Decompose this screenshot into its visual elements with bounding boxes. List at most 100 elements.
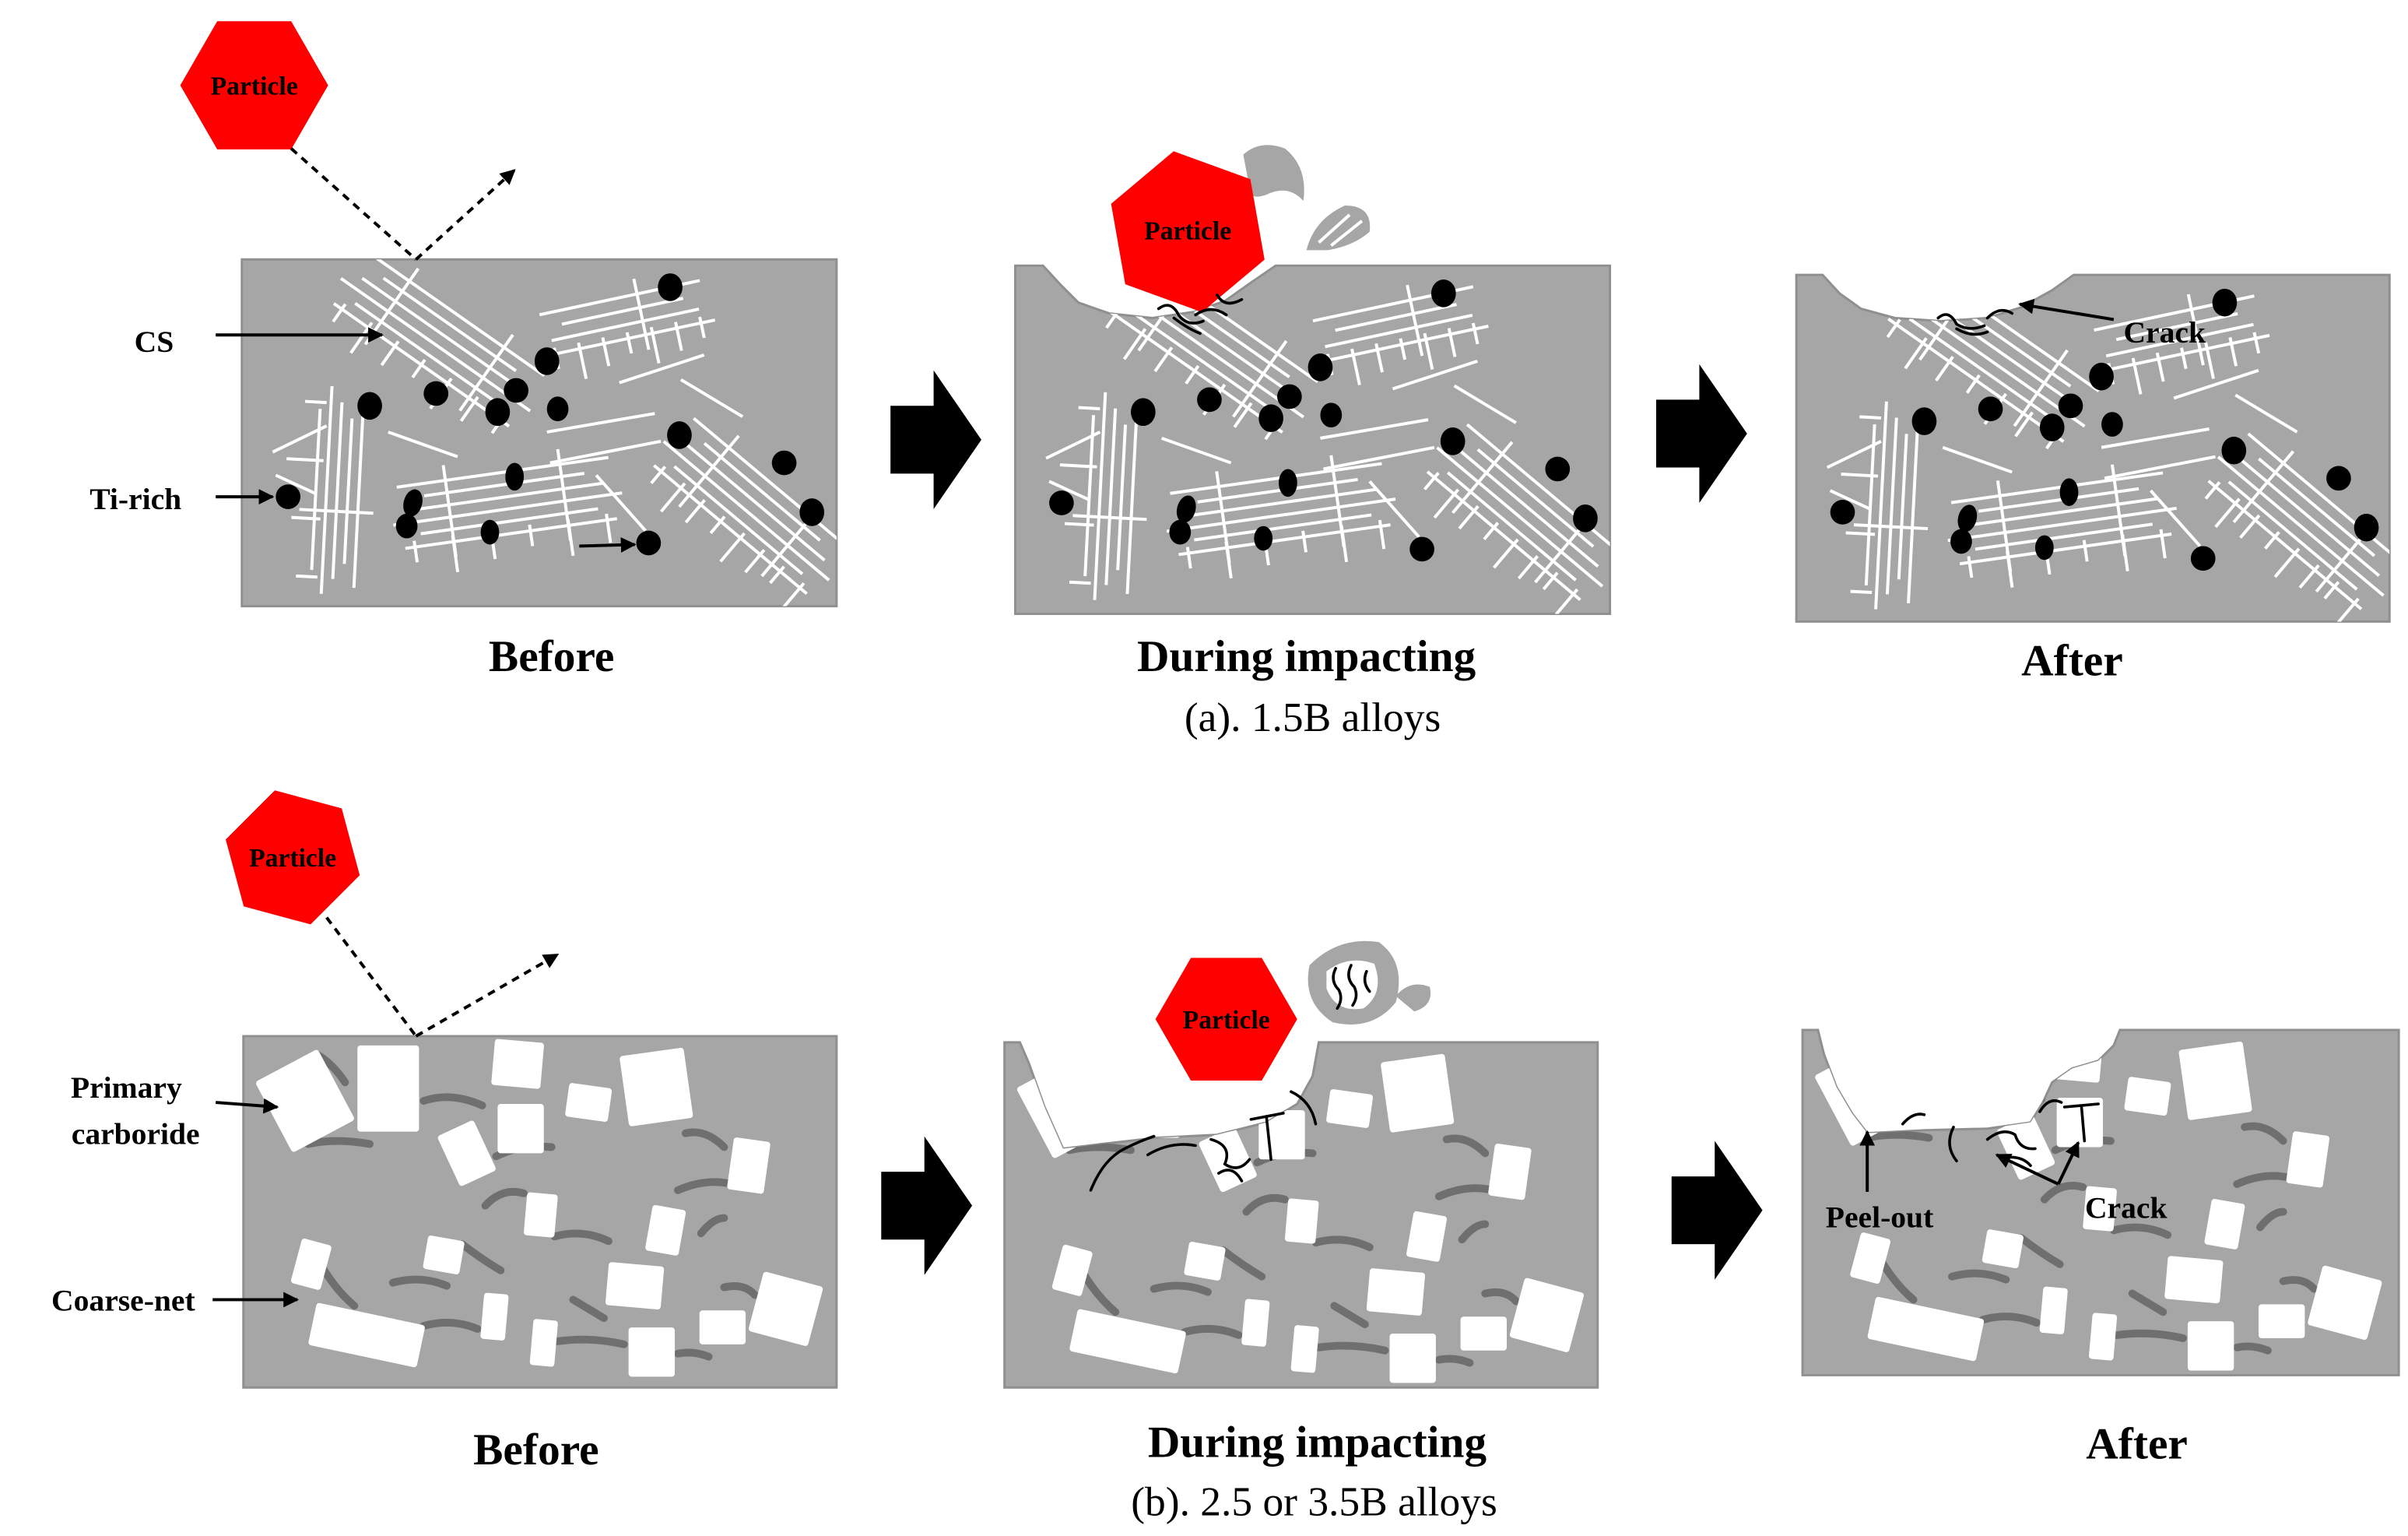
primary-carbide — [2308, 1265, 2382, 1340]
cs-needle — [719, 532, 746, 563]
cs-needle — [2237, 456, 2381, 577]
panel-b-before: Particle Primary carboride Coarse-net Be… — [51, 790, 838, 1474]
row-b: Particle Primary carboride Coarse-net Be… — [51, 790, 2400, 1525]
cs-needle — [1078, 406, 1100, 411]
cs-needle — [1323, 445, 1435, 471]
coarse-net-segment — [2109, 1223, 2172, 1239]
cs-needle — [595, 474, 647, 532]
ti-rich-particle — [658, 273, 683, 301]
cs-needle — [310, 409, 322, 571]
primary-carbide — [605, 1262, 665, 1310]
cs-needle — [619, 353, 705, 385]
cs-needle — [459, 395, 479, 422]
primary-carbide — [2050, 1032, 2104, 1083]
cs-needle — [662, 440, 830, 582]
cs-needle — [1064, 522, 1094, 527]
cs-needle — [1104, 408, 1118, 585]
primary-carbide — [1241, 1299, 1270, 1347]
cs-needle — [2159, 529, 2167, 559]
cs-needle — [1426, 470, 1581, 602]
cs-needle — [601, 337, 611, 367]
cs-needle — [1433, 488, 1460, 519]
coarse-net-segment — [1311, 1235, 1374, 1252]
cs-needle — [396, 455, 609, 489]
step-arrow-icon — [881, 1136, 973, 1275]
crack-lines — [1089, 1090, 1318, 1192]
cs-needle — [1093, 392, 1107, 600]
coarse-net-segment — [2233, 1342, 2272, 1355]
coarse-net-segment — [1978, 1313, 2041, 1327]
cs-needle — [778, 582, 806, 606]
cs-needle — [698, 316, 706, 339]
ti-rich-particle — [1573, 504, 1598, 533]
cs-needle — [1963, 497, 2158, 528]
cs-needle — [1231, 339, 1288, 418]
cs-needle — [1436, 446, 1604, 588]
primary-carbide — [1199, 1127, 1257, 1193]
coarse-net-segment — [674, 1348, 713, 1361]
primary-carbide — [1184, 1242, 1226, 1281]
primary-carbide — [423, 1235, 465, 1274]
primary-carbide — [1118, 1051, 1181, 1138]
cs-needle — [1350, 348, 1361, 385]
cs-needle — [1072, 514, 1147, 522]
rebound-trajectory — [415, 168, 516, 261]
cs-needle — [1466, 423, 1610, 554]
ti-rich-particle — [1957, 504, 1978, 533]
cs-needle — [1458, 504, 1480, 530]
ti-rich-particle — [480, 519, 500, 545]
particle-label: Particle — [1183, 1006, 1270, 1035]
coarse-net-segment — [697, 1214, 728, 1238]
rebound-trajectory — [415, 953, 560, 1038]
cs-needle — [296, 574, 318, 579]
cs-needle — [605, 513, 613, 543]
cs-needle — [423, 472, 585, 497]
cs-needle — [1301, 530, 1308, 553]
primary-carboride-leader-arrow — [215, 1098, 279, 1114]
microstructure — [1045, 265, 1610, 614]
cs-needle — [441, 465, 458, 557]
primary-carbide — [2204, 1199, 2245, 1250]
cs-needle — [1904, 337, 1928, 370]
coarse-net-segment — [1150, 1281, 1212, 1296]
cs-needle — [1335, 303, 1457, 332]
ti-rich-particle — [2190, 546, 2216, 571]
ti-rich-particle — [403, 489, 423, 517]
cs-needle — [1447, 328, 1457, 357]
row-a: Particle CS Ti-rich Before Particle — [90, 21, 2391, 740]
cs-needle — [405, 517, 618, 550]
coarse-net-segment — [681, 1128, 728, 1151]
cs-needle — [632, 278, 651, 350]
ti-rich-particle — [1911, 407, 1937, 435]
coarse-net-segment — [1442, 1134, 1490, 1158]
cs-needle — [1378, 519, 1386, 550]
cs-needle — [1935, 356, 1954, 381]
primary-carbide — [748, 1271, 823, 1346]
cs-needle — [659, 482, 686, 513]
cs-needle — [673, 465, 804, 575]
panel-title: After — [2086, 1419, 2188, 1468]
cs-needle — [1947, 506, 2177, 543]
cs-needle — [1392, 360, 1478, 391]
primary-carbide — [2056, 1098, 2104, 1148]
coarse-net-segment — [1481, 1288, 1520, 1306]
primary-carbide — [1284, 1198, 1319, 1244]
ti-rich-particle — [1176, 495, 1196, 523]
ti-rich-particle — [1277, 384, 1302, 409]
cs-needle — [1996, 480, 2013, 573]
cs-needle — [1127, 308, 1276, 414]
crack-leader-arrow — [1995, 1153, 2059, 1186]
coarse-net-segment — [1219, 1246, 1266, 1281]
crack-lines — [1332, 964, 1371, 1011]
ti-rich-particle — [505, 462, 525, 491]
ti-rich-particle — [667, 421, 692, 449]
coarse-net-segment — [1978, 1087, 2045, 1104]
cs-needle — [1083, 415, 1096, 577]
cs-needle — [2115, 311, 2238, 342]
coarse-net-segment — [2256, 1207, 2287, 1232]
cs-needle — [546, 412, 655, 434]
panel-title: Before — [473, 1425, 598, 1474]
ti-rich-particle — [1130, 398, 1156, 427]
cs-needle — [2180, 347, 2188, 370]
cs-needle — [1045, 431, 1101, 460]
